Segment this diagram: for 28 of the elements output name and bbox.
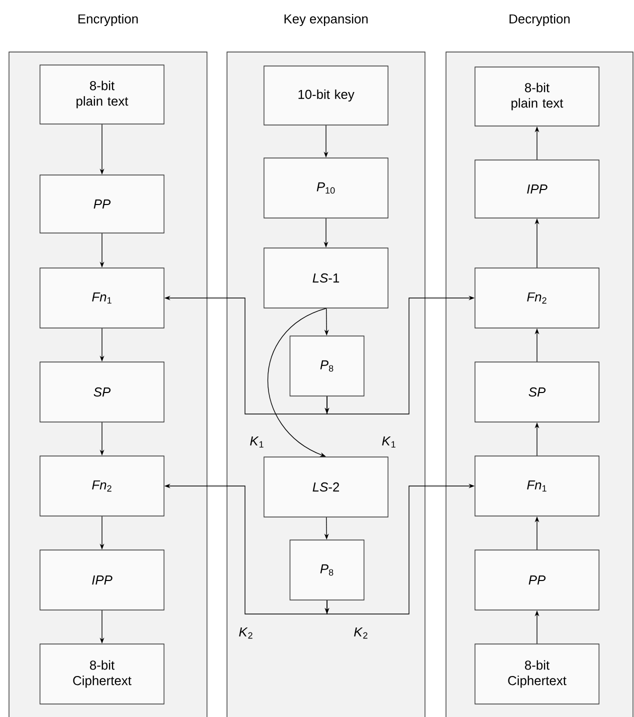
process-box: P$_{8}$ (290, 336, 364, 396)
process-box: Fn$_{1}$ (40, 268, 164, 328)
process-box: IPP (40, 550, 164, 610)
process-box: 8-bit plain text (40, 64, 164, 124)
edge-label: K$_{1}$ (248, 436, 266, 449)
process-box: IPP (474, 160, 600, 218)
panel-title: Decryption (510, 14, 570, 26)
panel-title: Encryption (78, 14, 138, 26)
process-box: 8-bit plain text (474, 66, 600, 126)
panel-title: Key expansion (284, 14, 368, 26)
edge-label: K$_{2}$ (352, 626, 370, 640)
process-box: Fn$_{2}$ (474, 268, 600, 328)
process-box: LS-1 (264, 248, 388, 308)
process-box: PP (40, 174, 164, 234)
edge-label: K$_{1}$ (380, 436, 398, 449)
process-box: 8-bit Ciphertext (40, 644, 164, 704)
process-box: P$_{10}$ (264, 158, 388, 218)
process-box: SP (474, 362, 600, 422)
process-box: Fn$_{1}$ (474, 456, 600, 516)
edge-label: K$_{2}$ (238, 626, 254, 640)
process-box: Fn$_{2}$ (40, 456, 164, 516)
process-box: LS-2 (264, 456, 388, 518)
process-box: 8-bit Ciphertext (474, 644, 600, 704)
process-box: 10-bit key (264, 66, 388, 126)
arrow (267, 308, 326, 457)
process-box: PP (474, 550, 600, 610)
process-box: P$_{8}$ (290, 540, 364, 600)
process-box: SP (40, 362, 164, 422)
